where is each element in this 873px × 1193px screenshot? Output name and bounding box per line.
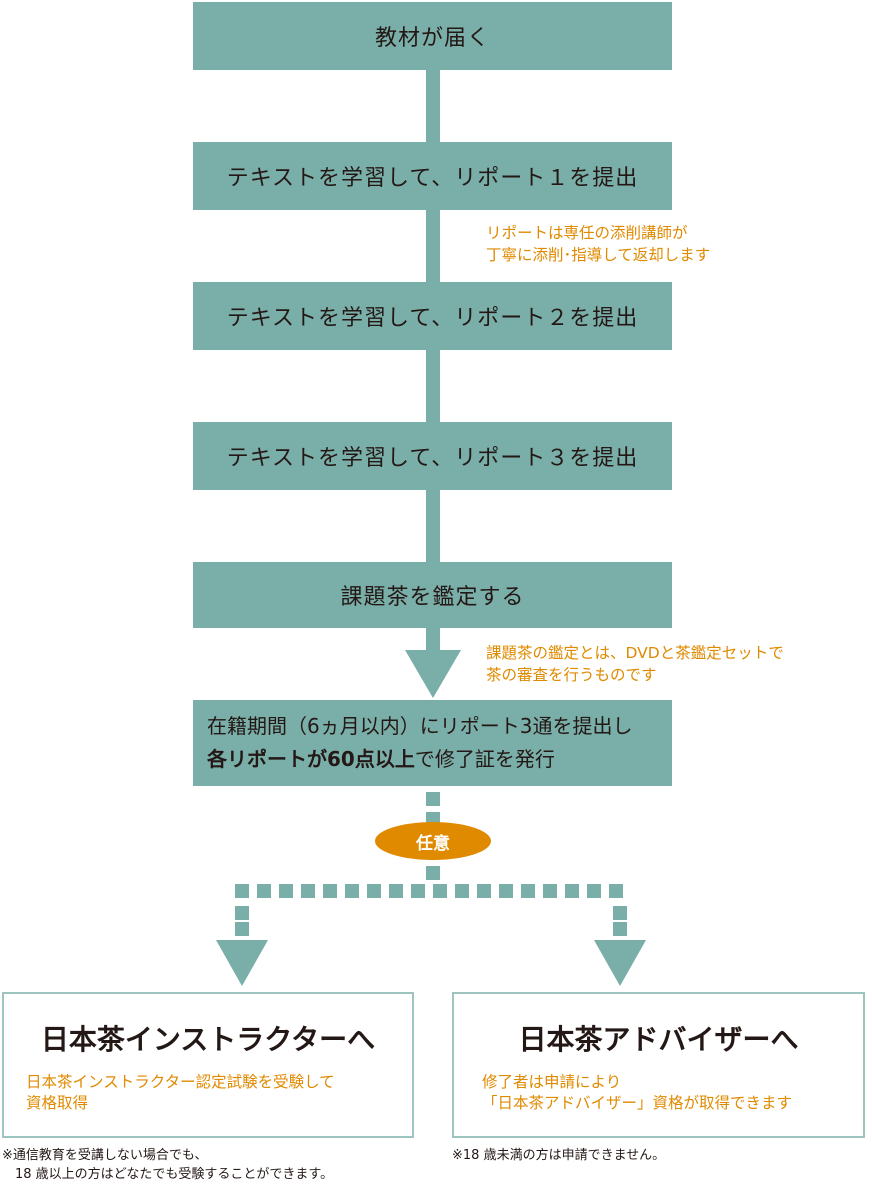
connector-2 (426, 210, 440, 282)
outcome-instructor: 日本茶インストラクターへ 日本茶インストラクター認定試験を受験して 資格取得 (2, 992, 414, 1138)
adviser-footnote: ※18 歳未満の方は申請できません。 (452, 1148, 666, 1163)
arrow-down-icon (594, 940, 646, 986)
dotted-segment (426, 792, 440, 806)
report-note: リポートは専任の添削講師が 丁寧に添削･指導して返却します (486, 224, 711, 264)
step-materials-arrive: 教材が届く (193, 2, 672, 70)
outcome-adviser: 日本茶アドバイザーへ 修了者は申請により 「日本茶アドバイザー」資格が取得できま… (452, 992, 865, 1138)
completion-condition: 各リポートが60点以上 (207, 747, 415, 771)
dotted-segment (235, 906, 249, 920)
step-report-1: テキストを学習して、リポート１を提出 (193, 142, 672, 210)
connector-1 (426, 70, 440, 142)
dotted-segment (235, 922, 249, 936)
step-report-3: テキストを学習して、リポート３を提出 (193, 422, 672, 490)
dotted-segment (367, 884, 381, 898)
outcome-instructor-desc: 日本茶インストラクター認定試験を受験して 資格取得 (26, 1073, 335, 1112)
outcome-adviser-title: 日本茶アドバイザーへ (518, 1023, 799, 1056)
completion-result: で修了証を発行 (414, 747, 555, 771)
connector-3 (426, 350, 440, 422)
dotted-segment (389, 884, 403, 898)
dotted-segment (455, 884, 469, 898)
dotted-segment (345, 884, 359, 898)
dotted-segment (565, 884, 579, 898)
dotted-segment (609, 884, 623, 898)
dotted-segment (613, 922, 627, 936)
dotted-segment (323, 884, 337, 898)
connector-5 (426, 628, 440, 650)
optional-badge: 任意 (375, 822, 491, 860)
step-tea-appraisal: 課題茶を鑑定する (193, 562, 672, 628)
dotted-segment (587, 884, 601, 898)
outcome-instructor-title: 日本茶インストラクターへ (40, 1023, 376, 1056)
tea-appraisal-note: 課題茶の鑑定とは、DVDと茶鑑定セットで 茶の審査を行うものです (486, 644, 784, 684)
completion-line-1: 在籍期間（6ヵ月以内）にリポート3通を提出し (207, 714, 633, 738)
dotted-segment (279, 884, 293, 898)
instructor-footnote: ※通信教育を受講しない場合でも、 18 歳以上の方はどなたでも受験することができ… (2, 1148, 334, 1182)
dotted-segment (433, 884, 447, 898)
dotted-segment (257, 884, 271, 898)
step-report-2: テキストを学習して、リポート２を提出 (193, 282, 672, 350)
arrow-down-icon (216, 940, 268, 986)
dotted-segment (477, 884, 491, 898)
completion-line-2: 各リポートが60点以上で修了証を発行 (207, 743, 658, 776)
completion-box: 在籍期間（6ヵ月以内）にリポート3通を提出し 各リポートが60点以上で修了証を発… (193, 700, 672, 786)
dotted-segment (543, 884, 557, 898)
dotted-segment (521, 884, 535, 898)
arrow-down-icon (405, 650, 461, 698)
dotted-segment (613, 906, 627, 920)
outcome-adviser-desc: 修了者は申請により 「日本茶アドバイザー」資格が取得できます (482, 1073, 793, 1112)
connector-4 (426, 490, 440, 562)
dotted-segment (499, 884, 513, 898)
dotted-segment (301, 884, 315, 898)
dotted-segment (411, 884, 425, 898)
dotted-segment (426, 866, 440, 880)
dotted-segment (235, 884, 249, 898)
